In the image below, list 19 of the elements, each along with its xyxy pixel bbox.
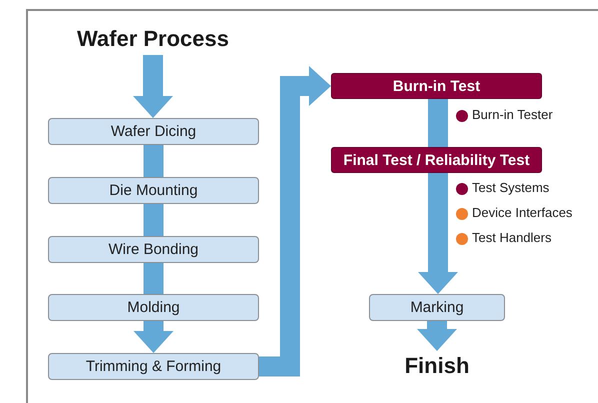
process-box: Molding	[48, 294, 259, 321]
equipment-label: Test Handlers	[472, 230, 552, 245]
test-step-box: Burn-in Test	[331, 73, 542, 99]
equipment-label: Test Systems	[472, 180, 550, 195]
process-box: Die Mounting	[48, 177, 259, 204]
equipment-label: Burn-in Tester	[472, 107, 553, 122]
process-box: Wire Bonding	[48, 236, 259, 263]
process-box: Trimming & Forming	[48, 353, 259, 380]
flow-arrow	[134, 321, 174, 353]
flow-arrow	[417, 321, 457, 351]
flow-arrow	[133, 55, 173, 118]
stage-heading: Wafer Process	[75, 26, 231, 52]
flow-arrow	[259, 66, 331, 376]
test-step-box: Final Test / Reliability Test	[331, 147, 542, 173]
process-box: Marking	[369, 294, 505, 321]
stage-heading: Finish	[400, 353, 474, 379]
flow-arrow	[418, 173, 458, 294]
equipment-label: Device Interfaces	[472, 205, 572, 220]
process-box: Wafer Dicing	[48, 118, 259, 145]
